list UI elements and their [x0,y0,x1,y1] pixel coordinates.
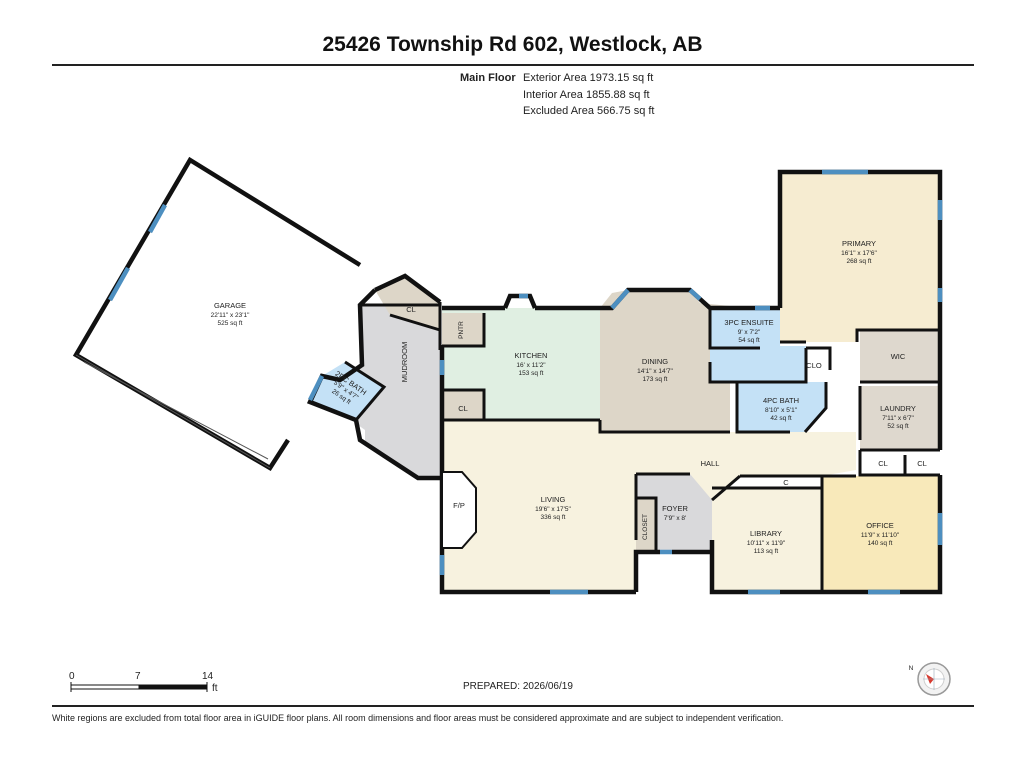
garage-label: GARAGE 22'11" x 23'1" 525 sq ft [211,301,250,327]
fireplace [441,471,477,549]
svg-text:LAUNDRY: LAUNDRY [880,404,916,413]
laundry-fill [860,386,940,450]
dining-label: DINING 14'1" x 14'7" 173 sq ft [637,357,673,383]
ensuite-label: 3PC ENSUITE 9' x 7'2" 54 sq ft [724,318,773,344]
svg-text:LIVING: LIVING [541,495,566,504]
exterior-area: Exterior Area 1973.15 sq ft [523,72,654,84]
svg-text:FOYER: FOYER [662,504,688,513]
closet-fill [636,498,656,552]
office-label: OFFICE 11'9" x 11'10" 140 sq ft [861,521,900,547]
svg-text:22'11" x 23'1": 22'11" x 23'1" [211,312,250,319]
svg-text:173 sq ft: 173 sq ft [643,376,668,383]
wic-fill [860,330,940,382]
svg-text:16'1" x 17'6": 16'1" x 17'6" [841,250,877,257]
svg-text:153 sq ft: 153 sq ft [519,370,544,377]
svg-text:525 sq ft: 525 sq ft [218,320,243,327]
svg-text:KITCHEN: KITCHEN [515,351,548,360]
plan-title: 25426 Township Rd 602, Westlock, AB [322,33,703,56]
bath4-label: 4PC BATH 8'10" x 5'1" 42 sq ft [763,396,799,422]
svg-text:10'11" x 11'9": 10'11" x 11'9" [747,540,786,547]
svg-text:16' x 11'2": 16' x 11'2" [516,362,546,369]
cl-office-label: CL [917,459,927,468]
compass-north-label: N [909,665,914,672]
svg-text:7'9" x 8': 7'9" x 8' [664,515,687,522]
svg-text:336 sq ft: 336 sq ft [541,514,566,521]
interior-area: Interior Area 1855.88 sq ft [523,88,650,101]
library-label: LIBRARY 10'11" x 11'9" 113 sq ft [747,529,786,555]
pantry-label: PNTR [458,321,465,339]
office-fill [822,476,940,590]
compass-icon: N [909,662,951,696]
svg-text:19'6" x 17'5": 19'6" x 17'5" [535,506,571,513]
scale-zero-label: 0 [69,671,75,682]
scale-bar [70,682,208,692]
fireplace-label: F/P [453,501,465,510]
library-fill [712,488,822,590]
svg-text:8'10" x 5'1": 8'10" x 5'1" [765,407,798,414]
svg-text:3PC ENSUITE: 3PC ENSUITE [724,318,773,327]
clo-label: CLO [806,361,822,370]
mudroom-label: MUDROOM [400,342,409,382]
dining-fill [600,290,730,432]
windows [108,169,943,595]
primary-label: PRIMARY 16'1" x 17'6" 268 sq ft [841,239,877,265]
primary-fill [780,172,940,342]
svg-text:LIBRARY: LIBRARY [750,529,782,538]
living-label: LIVING 19'6" x 17'5" 336 sq ft [535,495,571,521]
svg-text:PRIMARY: PRIMARY [842,239,876,248]
prepared-date: PREPARED: 2026/06/19 [463,681,573,692]
svg-text:140 sq ft: 140 sq ft [868,540,893,547]
header-rule [52,64,974,66]
disclaimer: White regions are excluded from total fl… [52,713,784,723]
interior-walls [75,302,940,590]
pantry-fill [442,313,484,346]
foyer-label: FOYER 7'9" x 8' [662,504,688,522]
footer-rule [52,705,974,707]
cl-kitchen-label: CL [458,404,468,413]
excluded-area: Excluded Area 566.75 sq ft [523,105,655,117]
cl-garage-fill [375,276,440,330]
svg-text:52 sq ft: 52 sq ft [887,423,909,430]
svg-text:14'1" x 14'7": 14'1" x 14'7" [637,368,673,375]
cl-laundry-label: CL [878,459,888,468]
svg-text:DINING: DINING [642,357,668,366]
svg-text:4PC BATH: 4PC BATH [763,396,799,405]
bath4-fill [737,382,826,432]
floor-label: Main Floor [460,72,516,84]
wic-label: WIC [891,352,906,361]
svg-text:OFFICE: OFFICE [866,521,894,530]
scale-end-label: 14 [202,671,214,682]
cl-kitchen-fill [442,390,484,420]
scale-mid-label: 7 [135,671,141,682]
hall-label: HALL [701,459,720,468]
ensuite-fill [710,308,806,382]
svg-text:7'11" x 6'7": 7'11" x 6'7" [882,415,914,422]
laundry-label: LAUNDRY 7'11" x 6'7" 52 sq ft [880,404,916,430]
scale-unit-label: ft [212,683,218,694]
svg-text:54 sq ft: 54 sq ft [738,337,760,344]
cl-garage-label: CL [406,305,416,314]
c-label: C [783,478,789,487]
svg-text:268 sq ft: 268 sq ft [847,258,872,265]
svg-text:113 sq ft: 113 sq ft [754,548,779,555]
svg-text:42 sq ft: 42 sq ft [770,415,792,422]
closet-label: CLOSET [642,514,649,540]
room-fills [76,160,940,592]
svg-text:11'9" x 11'10": 11'9" x 11'10" [861,532,900,539]
mudroom-fill [340,305,440,478]
svg-text:9' x 7'2": 9' x 7'2" [738,329,761,336]
svg-text:GARAGE: GARAGE [214,301,246,310]
kitchen-label: KITCHEN 16' x 11'2" 153 sq ft [515,351,548,377]
room-labels: GARAGE 22'11" x 23'1" 525 sq ft KITCHEN … [211,239,927,555]
